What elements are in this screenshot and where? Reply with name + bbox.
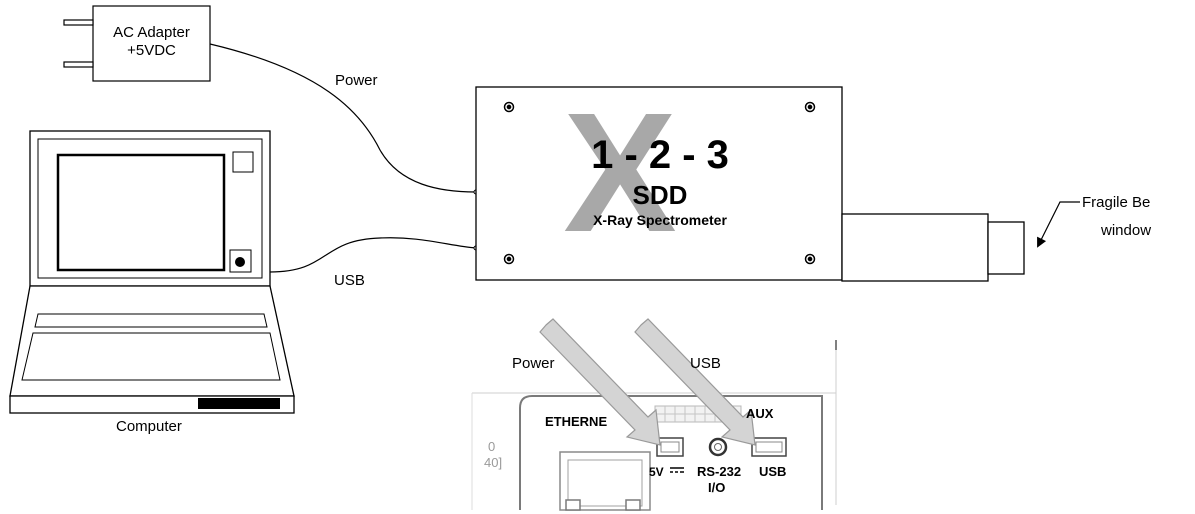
panel-arrow-usb [634,318,756,446]
be-window-label-line2: window [1101,222,1152,239]
monitor-screen [56,153,226,272]
port-usb-label: USB [759,464,787,479]
monitor-button-top [232,151,254,173]
adapter-label-line2: +5VDC [127,42,176,59]
adapter-label-line1: AC Adapter [113,24,190,41]
usb-cable-label: USB [334,272,365,289]
panel-arrow-power [539,318,661,446]
panel-edge-text-1: 0 [488,439,496,454]
panel-arrow-usb-label: USB [690,355,721,372]
power-cable-label: Power [335,72,378,89]
spectrometer-subtitle: X-Ray Spectrometer [593,212,727,228]
keyboard-strip [34,313,268,328]
power-cable [209,43,477,193]
be-window-label-line1: Fragile Be [1082,194,1151,211]
usb-cable [269,237,477,273]
port-5v-label: 5V [649,465,664,479]
panel-edge-text-2: 40] [484,455,503,470]
be-window-cap [987,221,1025,275]
power-led [235,257,245,267]
computer-label: Computer [116,418,182,435]
port-rs232-label: RS-232 [697,464,742,479]
spectrometer-illustration [475,86,1025,282]
be-window-callout-arrow [1037,201,1080,248]
adapter-prong-top [63,19,94,26]
keyboard-area [21,332,281,381]
panel-ethernet-label: ETHERNE [545,414,608,429]
spectrometer-model: 1 - 2 - 3 [591,133,729,177]
adapter-prong-bottom [63,61,94,68]
mount-screw [503,101,515,113]
mount-screw [804,253,816,265]
spectrometer-type: SDD [632,180,688,210]
model-watermark-x: X [563,78,677,268]
mount-screw [503,253,515,265]
computer-illustration [9,130,295,414]
panel-aux-label: AUX [746,406,774,421]
spectrometer-body [475,86,843,281]
port-io-label: I/O [708,480,726,495]
dc-symbol [670,467,684,473]
detector-snout [841,213,989,282]
drive-slot [198,398,280,409]
panel-arrow-power-label: Power [512,355,555,372]
mount-screw [804,101,816,113]
ac-adapter [63,5,211,82]
